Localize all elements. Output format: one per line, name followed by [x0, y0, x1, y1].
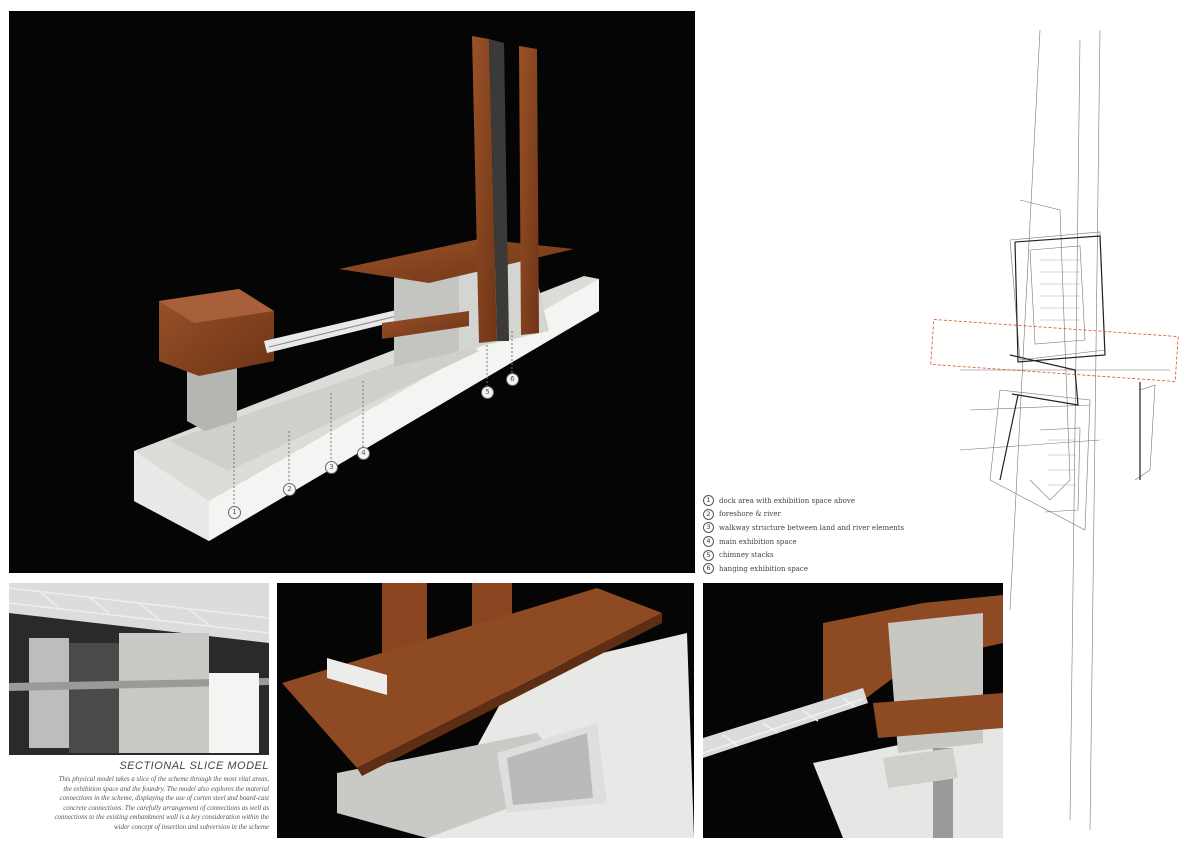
legend-number: 5	[703, 549, 714, 561]
detail-photo-walkway	[703, 583, 1003, 838]
callout-marker: 2	[283, 483, 296, 496]
callout-marker: 3	[325, 461, 338, 474]
caption-line: connections in the scheme, displaying th…	[59, 795, 269, 803]
site-plan-sketch	[900, 10, 1190, 840]
caption-line: This physical model takes a slice of the…	[58, 776, 269, 783]
callout-marker: 6	[506, 373, 519, 386]
legend-item: 5 chimney stacks	[703, 548, 933, 562]
callout-marker: 1	[228, 506, 241, 519]
detail-photo-truss	[9, 583, 269, 755]
legend-label: foreshore & river	[719, 510, 781, 519]
legend: 1 dock area with exhibition space above 2…	[703, 494, 933, 576]
caption: SECTIONAL SLICE MODEL This physical mode…	[9, 760, 269, 833]
legend-number: 6	[703, 563, 714, 575]
legend-label: hanging exhibition space	[719, 564, 808, 573]
legend-label: main exhibition space	[719, 537, 797, 546]
main-model-photo: 1 2 3 4 5 6	[9, 11, 695, 573]
legend-item: 2 foreshore & river	[703, 508, 933, 522]
caption-line: connections to the existing embankment w…	[54, 814, 269, 822]
caption-line: concrete connections. The carefully arra…	[63, 804, 269, 812]
caption-line: the exhibition space and the foundry. Th…	[63, 785, 269, 793]
legend-number: 2	[703, 508, 714, 520]
legend-item: 1 dock area with exhibition space above	[703, 494, 933, 508]
legend-label: dock area with exhibition space above	[719, 496, 855, 505]
callout-marker: 5	[481, 386, 494, 399]
callout-marker: 4	[357, 447, 370, 460]
legend-number: 4	[703, 536, 714, 548]
caption-line: wider concept of insertion and subversio…	[113, 823, 269, 831]
legend-label: chimney stacks	[719, 551, 774, 560]
caption-title: SECTIONAL SLICE MODEL	[119, 760, 269, 772]
caption-body: This physical model takes a slice of the…	[9, 775, 269, 833]
legend-item: 4 main exhibition space	[703, 535, 933, 549]
legend-number: 1	[703, 495, 714, 507]
legend-label: walkway structure between land and river…	[719, 523, 905, 532]
legend-item: 3 walkway structure between land and rive…	[703, 521, 933, 535]
detail-photo-corten-roof	[277, 583, 694, 838]
legend-item: 6 hanging exhibition space	[703, 562, 933, 576]
legend-number: 3	[703, 522, 714, 534]
